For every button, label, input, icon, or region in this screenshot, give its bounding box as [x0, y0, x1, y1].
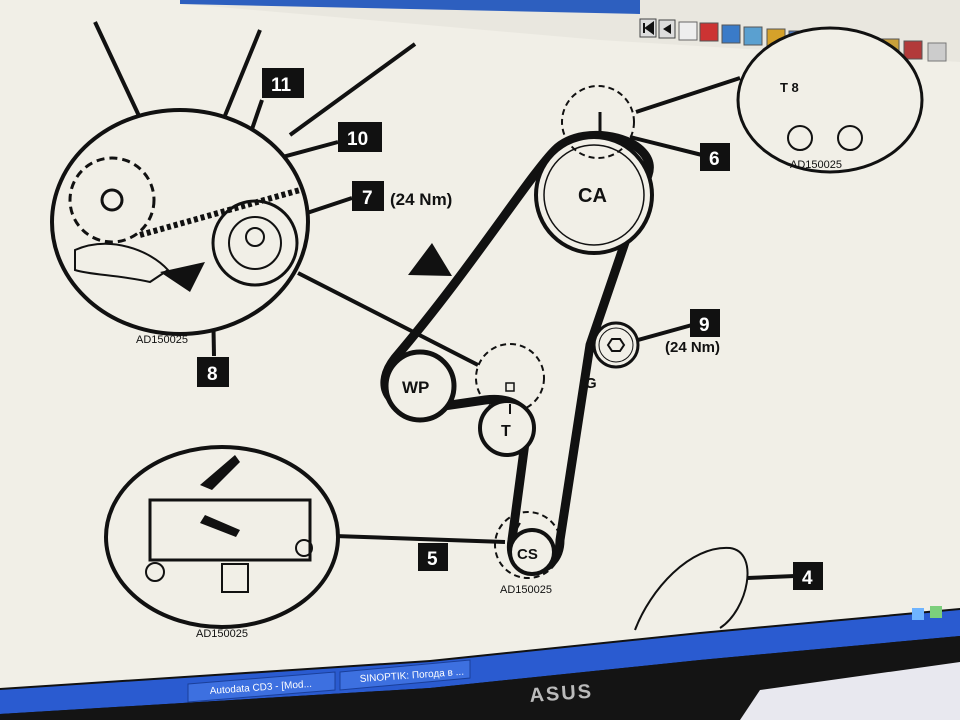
- torque-9: (24 Nm): [665, 339, 720, 356]
- taskbar-item-sinoptik[interactable]: SINOPTIK: Погода в ...: [339, 659, 471, 691]
- cam-mark-text: T 8: [780, 80, 799, 95]
- guide-pulley: [592, 321, 640, 369]
- crank-detail-arrow-top-icon: [200, 455, 240, 490]
- tool-icon[interactable]: [743, 26, 763, 46]
- detail-sprocket: [68, 156, 156, 244]
- callout-11-box: [262, 68, 304, 98]
- previous-page-glyph: [663, 24, 671, 34]
- detail-tensioner-inner: [228, 216, 282, 270]
- title-bar: [180, 0, 640, 14]
- tensioner-mark: [505, 382, 515, 392]
- water-pump-pulley: [383, 349, 457, 423]
- pulley-label-g: G: [585, 375, 597, 392]
- callout-6: 6: [709, 149, 720, 170]
- callout-9: 9: [699, 315, 710, 336]
- pulley-label-cs: CS: [517, 546, 538, 563]
- callout-6-box: [700, 143, 730, 171]
- taskbar-item-autodata[interactable]: Autodata CD3 - [Mod...: [187, 671, 336, 703]
- detail-sprocket-hub: [100, 188, 124, 212]
- toolbar-background: [180, 0, 960, 62]
- tray-icon-1[interactable]: [912, 608, 924, 620]
- monitor-chin: [0, 636, 960, 720]
- callout-5-box: [418, 543, 448, 571]
- rotation-triangle-icon: [408, 243, 452, 276]
- camshaft-pulley-inner: [543, 144, 645, 246]
- camshaft-pulley: [534, 135, 654, 255]
- callout-4: 4: [802, 568, 813, 589]
- code-top-right: AD150025: [790, 159, 842, 171]
- cam-detail-bolt-2: [837, 125, 863, 151]
- code-center: AD150025: [500, 584, 552, 596]
- detail-arrow-icon: [160, 262, 205, 292]
- crank-timing-mark: [514, 522, 521, 533]
- code-top-left: AD150025: [136, 334, 188, 346]
- pulley-label-t: T: [501, 423, 511, 440]
- taskbar-item-sinoptik-bg: [339, 659, 471, 691]
- crank-detail-bolt-right: [295, 539, 313, 557]
- callout-8-box: [197, 357, 229, 387]
- crank-mark-circle: [494, 511, 562, 579]
- toolbar-extra: [927, 42, 947, 62]
- crankshaft-pulley: [508, 528, 556, 576]
- callout-9-box: [690, 309, 720, 337]
- callout-5: 5: [427, 549, 438, 570]
- exit-icon[interactable]: [903, 40, 923, 60]
- crank-detail-sprocket: [148, 498, 312, 562]
- callout-8: 8: [207, 364, 218, 385]
- pulley-label-wp: WP: [402, 378, 429, 397]
- guide-bolt-hex: [606, 338, 626, 352]
- first-page-glyph: [643, 21, 654, 35]
- pulley-label-ca: CA: [578, 185, 607, 207]
- cam-detail-view: [736, 26, 924, 174]
- torque-7: (24 Nm): [390, 190, 452, 209]
- tensioner-pulley: [478, 399, 536, 457]
- crank-detail-arrow-bottom-icon: [200, 515, 240, 537]
- monitor-brand: ASUS: [529, 681, 594, 707]
- crank-detail-bolt-left: [145, 562, 165, 582]
- callout-11: 11: [271, 75, 292, 96]
- cam-timing-mark-circle: [561, 85, 635, 159]
- tray-icon-2[interactable]: [930, 606, 942, 618]
- callout-10-box: [338, 122, 382, 152]
- callout-7-box: [352, 181, 384, 211]
- detail-hand: [74, 242, 170, 284]
- print-icon[interactable]: [699, 22, 719, 42]
- diagram-icon[interactable]: [721, 24, 741, 44]
- taskbar-item-autodata-bg: [187, 671, 336, 703]
- guide-pulley-inner: [598, 327, 634, 363]
- cam-detail-bolt: [787, 125, 813, 151]
- taskbar: Autodata CD3 - [Mod... SINOPTIK: Погода …: [0, 606, 960, 714]
- desk-paper: [740, 662, 960, 720]
- crank-detail-view: [104, 445, 340, 629]
- callout-10: 10: [347, 129, 368, 150]
- code-bottom-left: AD150025: [196, 628, 248, 640]
- detail-tensioner-bolt: [245, 227, 265, 247]
- callout-4-box: [793, 562, 823, 590]
- callout-7: 7: [362, 188, 373, 209]
- warning-icon[interactable]: [678, 21, 698, 41]
- cover-part: [634, 546, 749, 631]
- crank-detail-hub: [221, 563, 249, 593]
